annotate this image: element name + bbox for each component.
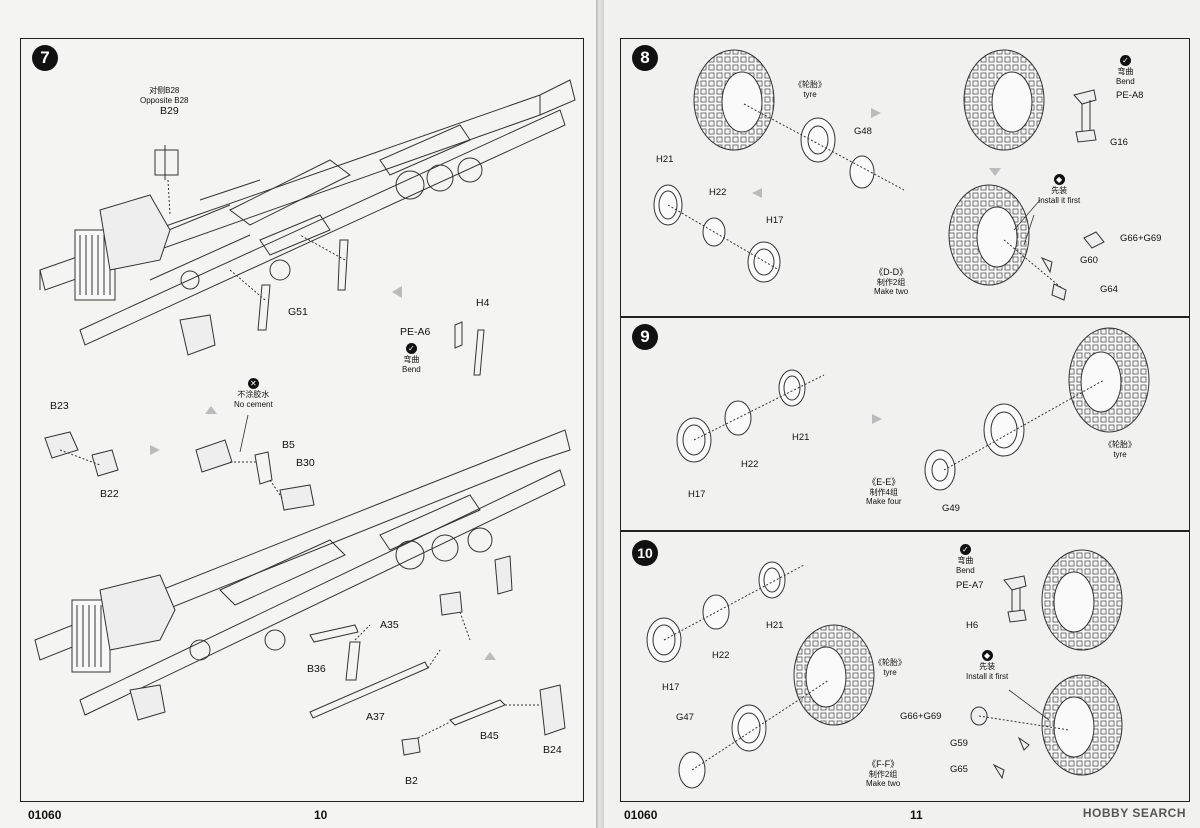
left-page: 7 [0,0,596,828]
part-b22: B22 [100,488,119,500]
part-g51: G51 [288,306,308,318]
step-9-tyre-label: 《轮胎》 tyre [1104,440,1136,459]
part-h22-s10: H22 [712,650,730,661]
part-h21-s10: H21 [766,620,784,631]
part-g47: G47 [676,712,694,723]
step-number: 7 [32,45,58,71]
part-g66-g69: G66+G69 [1120,233,1162,244]
step-10-subassembly: 《F-F》 制作2组 Make two [866,759,901,788]
steps-frame [620,38,1190,802]
part-g65: G65 [950,764,968,775]
step-10-bend-note: ✓ 弯曲 Bend [956,544,975,575]
part-g16: G16 [1110,137,1128,148]
divider-1 [620,316,1190,318]
part-g60: G60 [1080,255,1098,266]
bend-icon: ✓ [959,544,971,555]
step-10-number: 10 [632,540,658,566]
kit-code: 01060 [28,808,62,822]
part-h17-s10: H17 [662,682,680,693]
part-h21: H21 [656,154,674,165]
divider-2 [620,530,1190,532]
step-8-number: 8 [632,45,658,71]
step-10-install-note: ◆ 先装 Install it first [966,650,1009,681]
no-cement-note: ✕ 不涂胶水 No cement [234,378,273,409]
right-page: 8 《轮胎》 tyre G48 H21 H22 H17 ✓ 弯曲 Bend PE… [604,0,1200,828]
page-number: 10 [314,808,328,822]
part-b5: B5 [282,439,295,451]
wheel-assembly-illustrations [646,49,1150,789]
bend-note: ✓ 弯曲 Bend [402,343,421,374]
bend-icon: ✓ [405,343,417,354]
part-h4: H4 [476,297,490,309]
part-pe-a8: PE-A8 [1116,90,1144,101]
part-h17-s9: H17 [688,489,706,500]
step-9-number: 9 [632,324,658,350]
part-b30: B30 [296,457,315,469]
part-h6: H6 [966,620,979,631]
step-7-frame [20,38,584,802]
part-g64: G64 [1100,284,1118,295]
part-h21-s9: H21 [792,432,810,443]
step-8-install-note: ◆ 先装 Install it first [1038,174,1081,205]
part-pe-a7: PE-A7 [956,580,984,591]
step-10-tyre-label: 《轮胎》 tyre [874,658,906,677]
part-b29: B29 [160,105,179,117]
no-cement-icon: ✕ [247,378,259,389]
part-g48: G48 [854,126,872,137]
part-g59: G59 [950,738,968,749]
part-b24: B24 [543,744,562,756]
install-first-icon: ◆ [1053,174,1065,185]
part-g66-g69-s10: G66+G69 [900,711,942,722]
part-h22: H22 [709,187,727,198]
step-9-subassembly: 《E-E》 制作4组 Make four [866,477,902,506]
install-first-icon: ◆ [981,650,993,661]
chassis-illustration-top [34,79,576,756]
step-8-bend-note: ✓ 弯曲 Bend [1116,55,1135,86]
bend-icon: ✓ [1119,55,1131,66]
part-g49: G49 [942,503,960,514]
book-gutter [596,0,604,828]
step-8-tyre-label: 《轮胎》 tyre [794,80,826,99]
part-b2: B2 [405,775,418,787]
part-h17: H17 [766,215,784,226]
step-8-subassembly: 《D-D》 制作2组 Make two [874,267,909,296]
page-number: 11 [910,808,923,822]
opposite-b28-note: 对侧B28 Opposite B28 [140,86,189,105]
part-a37: A37 [366,711,385,723]
kit-code: 01060 [624,808,658,822]
watermark: HOBBY SEARCH [1082,806,1186,820]
part-b23: B23 [50,400,69,412]
part-b36: B36 [307,663,326,675]
part-b45: B45 [480,730,499,742]
part-pe-a6: PE-A6 [400,326,431,338]
part-h22-s9: H22 [741,459,759,470]
part-a35: A35 [380,619,399,631]
